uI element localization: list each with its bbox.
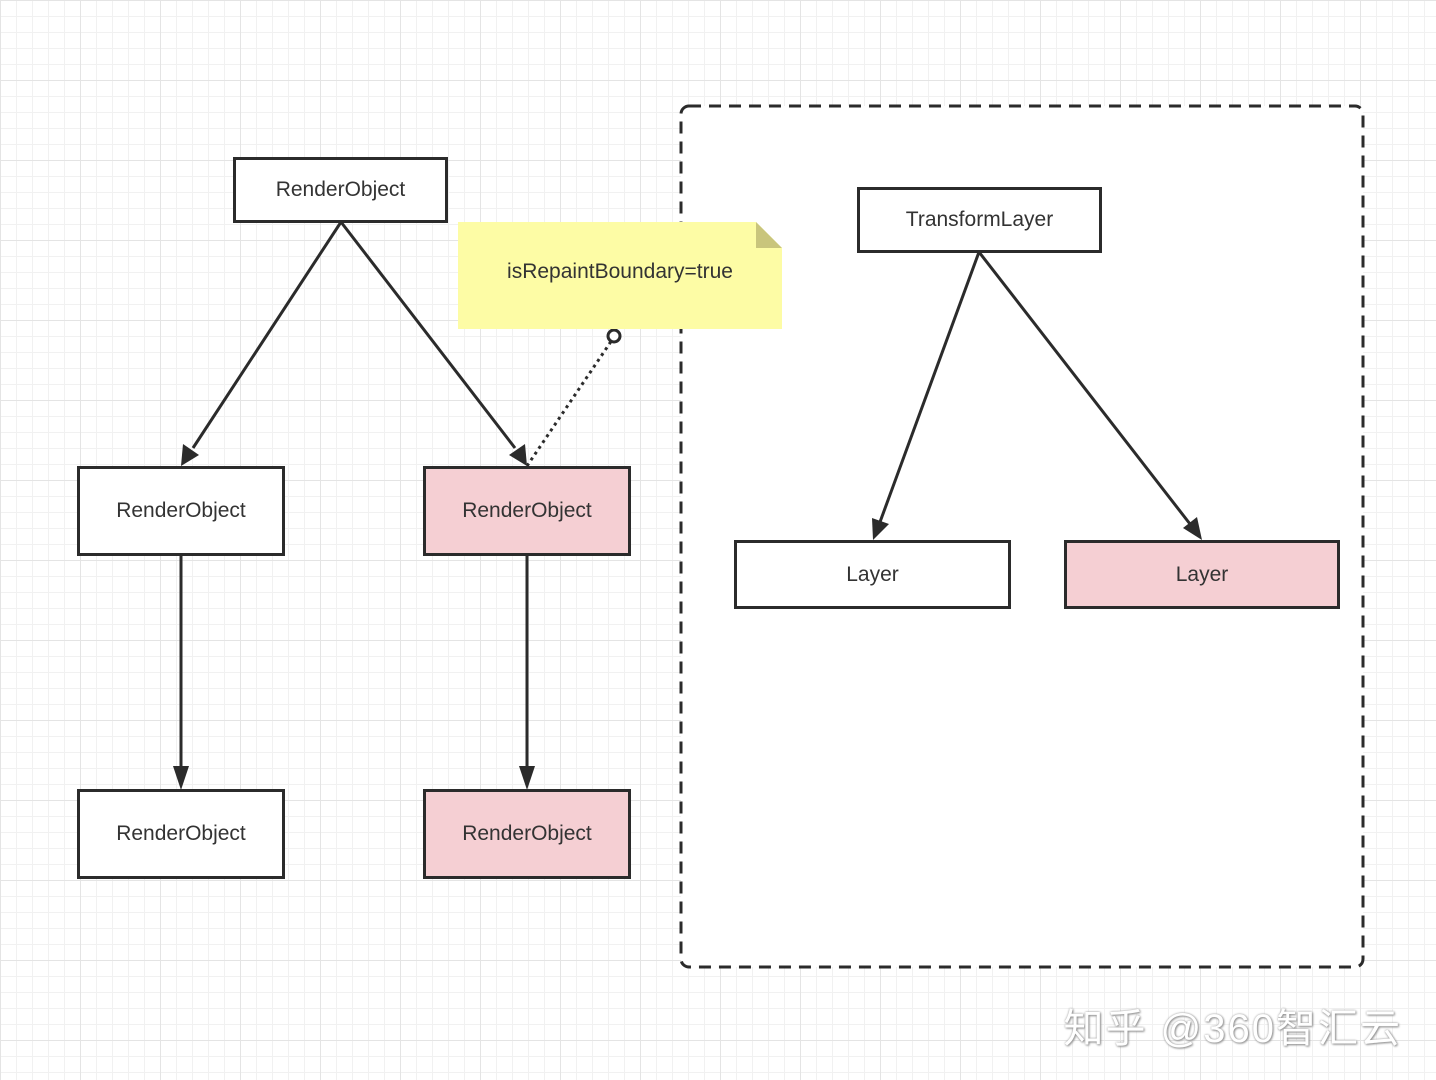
- transform-layer-label: TransformLayer: [905, 208, 1054, 231]
- render-object-right-boundary[interactable]: RenderObject: [423, 466, 631, 556]
- arrowhead-root-left: [181, 444, 199, 466]
- layer-left-label: Layer: [846, 562, 899, 586]
- arrowhead-right-down: [519, 766, 535, 790]
- edge-root-right: [339, 221, 517, 449]
- edge-transform-left: [878, 251, 981, 523]
- render-object-left-label: RenderObject: [116, 499, 246, 522]
- layer-node-right[interactable]: Layer: [1064, 540, 1340, 609]
- render-object-right-child-label: RenderObject: [462, 822, 592, 845]
- note-connector-endpoint: [606, 328, 622, 344]
- render-object-root[interactable]: RenderObject: [233, 157, 448, 223]
- transform-layer-node[interactable]: TransformLayer: [857, 187, 1102, 253]
- arrowhead-transform-left: [872, 518, 889, 540]
- note-connector-dotted: [525, 339, 614, 467]
- render-object-left[interactable]: RenderObject: [77, 466, 285, 556]
- edge-transform-right: [977, 251, 1192, 525]
- arrowhead-root-right: [509, 444, 527, 466]
- layer-node-left[interactable]: Layer: [734, 540, 1011, 609]
- render-object-root-label: RenderObject: [275, 178, 406, 201]
- arrowhead-left-down: [173, 766, 189, 790]
- arrowhead-transform-right: [1183, 517, 1202, 540]
- watermark: 知乎 @360智汇云: [1063, 1007, 1402, 1051]
- render-object-left-child-label: RenderObject: [116, 822, 246, 845]
- layer-boundary-dashed: [679, 104, 1365, 969]
- render-object-right-child[interactable]: RenderObject: [423, 789, 631, 879]
- render-object-left-child[interactable]: RenderObject: [77, 789, 285, 879]
- repaint-boundary-note[interactable]: isRepaintBoundary=true: [458, 222, 782, 329]
- layer-right-label: Layer: [1175, 562, 1229, 586]
- repaint-boundary-note-text: isRepaintBoundary=true: [507, 259, 733, 283]
- edge-root-left: [191, 221, 343, 449]
- render-object-right-label: RenderObject: [462, 499, 592, 522]
